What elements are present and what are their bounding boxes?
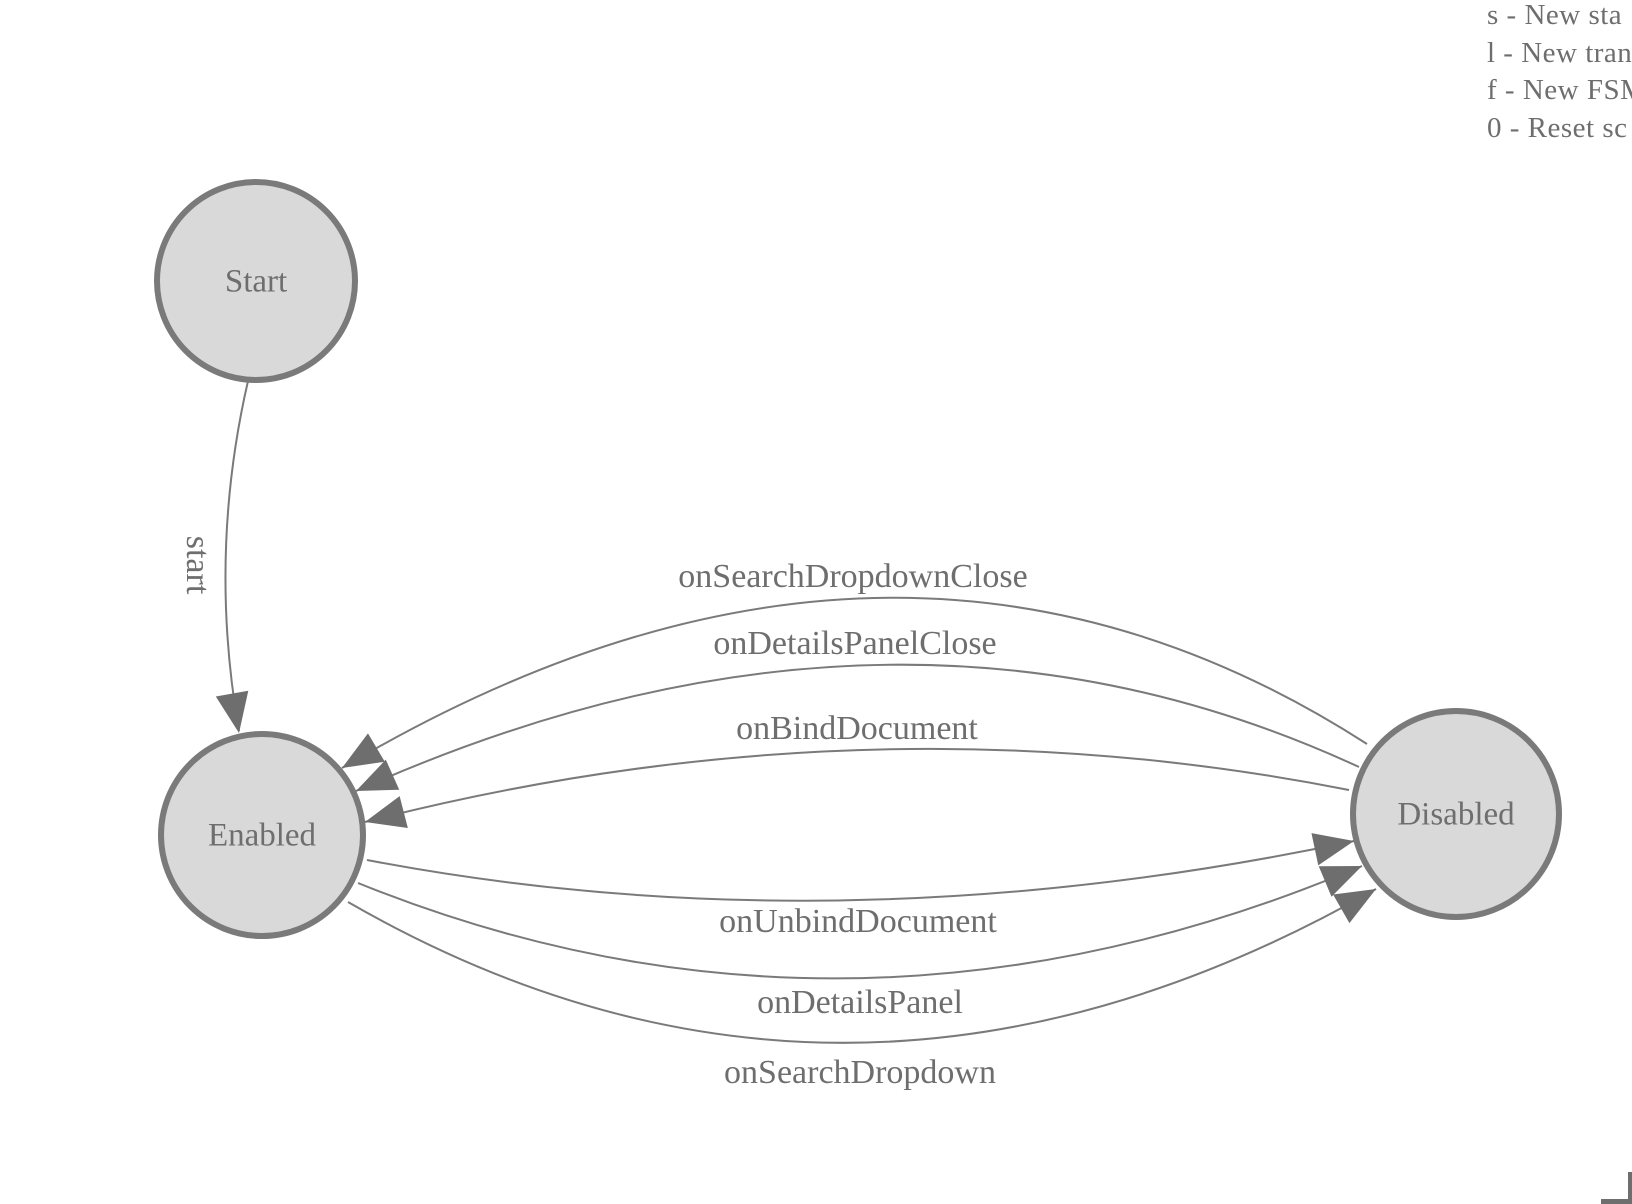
arrowhead-onSearchDropdown xyxy=(1333,889,1376,924)
arrowhead-onUnbindDocument xyxy=(1311,833,1354,866)
arrowhead-onSearchDropdownClose xyxy=(342,733,385,768)
transition-edge-onDetailsPanelClose[interactable] xyxy=(355,663,1360,792)
transition-edge-onSearchDropdownClose[interactable] xyxy=(341,596,1368,769)
arrowhead-onDetailsPanelClose xyxy=(356,759,400,791)
state-node-start[interactable] xyxy=(154,179,358,383)
arrowhead-onBindDocument xyxy=(365,796,408,829)
legend-line-new-state: s - New sta xyxy=(1487,0,1623,31)
canvas-border-corner-vertical xyxy=(1628,1172,1632,1204)
transition-edge-onSearchDropdown[interactable] xyxy=(347,888,1377,1044)
arrowhead-start xyxy=(215,690,249,733)
shortcut-legend: s - New sta l - New tran f - New FSM 0 -… xyxy=(1487,0,1632,147)
legend-line-new-transition: l - New tran xyxy=(1487,36,1632,69)
state-node-enabled[interactable] xyxy=(158,731,366,939)
state-node-disabled[interactable] xyxy=(1350,708,1562,920)
canvas-border-corner-horizontal xyxy=(1601,1199,1632,1204)
transition-edge-onBindDocument[interactable] xyxy=(364,747,1350,823)
arrowhead-onDetailsPanel xyxy=(1318,866,1362,897)
transition-edge-onDetailsPanel[interactable] xyxy=(357,865,1363,980)
transition-edge-onUnbindDocument[interactable] xyxy=(366,840,1355,902)
legend-line-reset: 0 - Reset sc xyxy=(1487,111,1628,144)
transition-edge-start[interactable] xyxy=(224,380,249,732)
legend-line-new-fsm: f - New FSM xyxy=(1487,74,1632,107)
